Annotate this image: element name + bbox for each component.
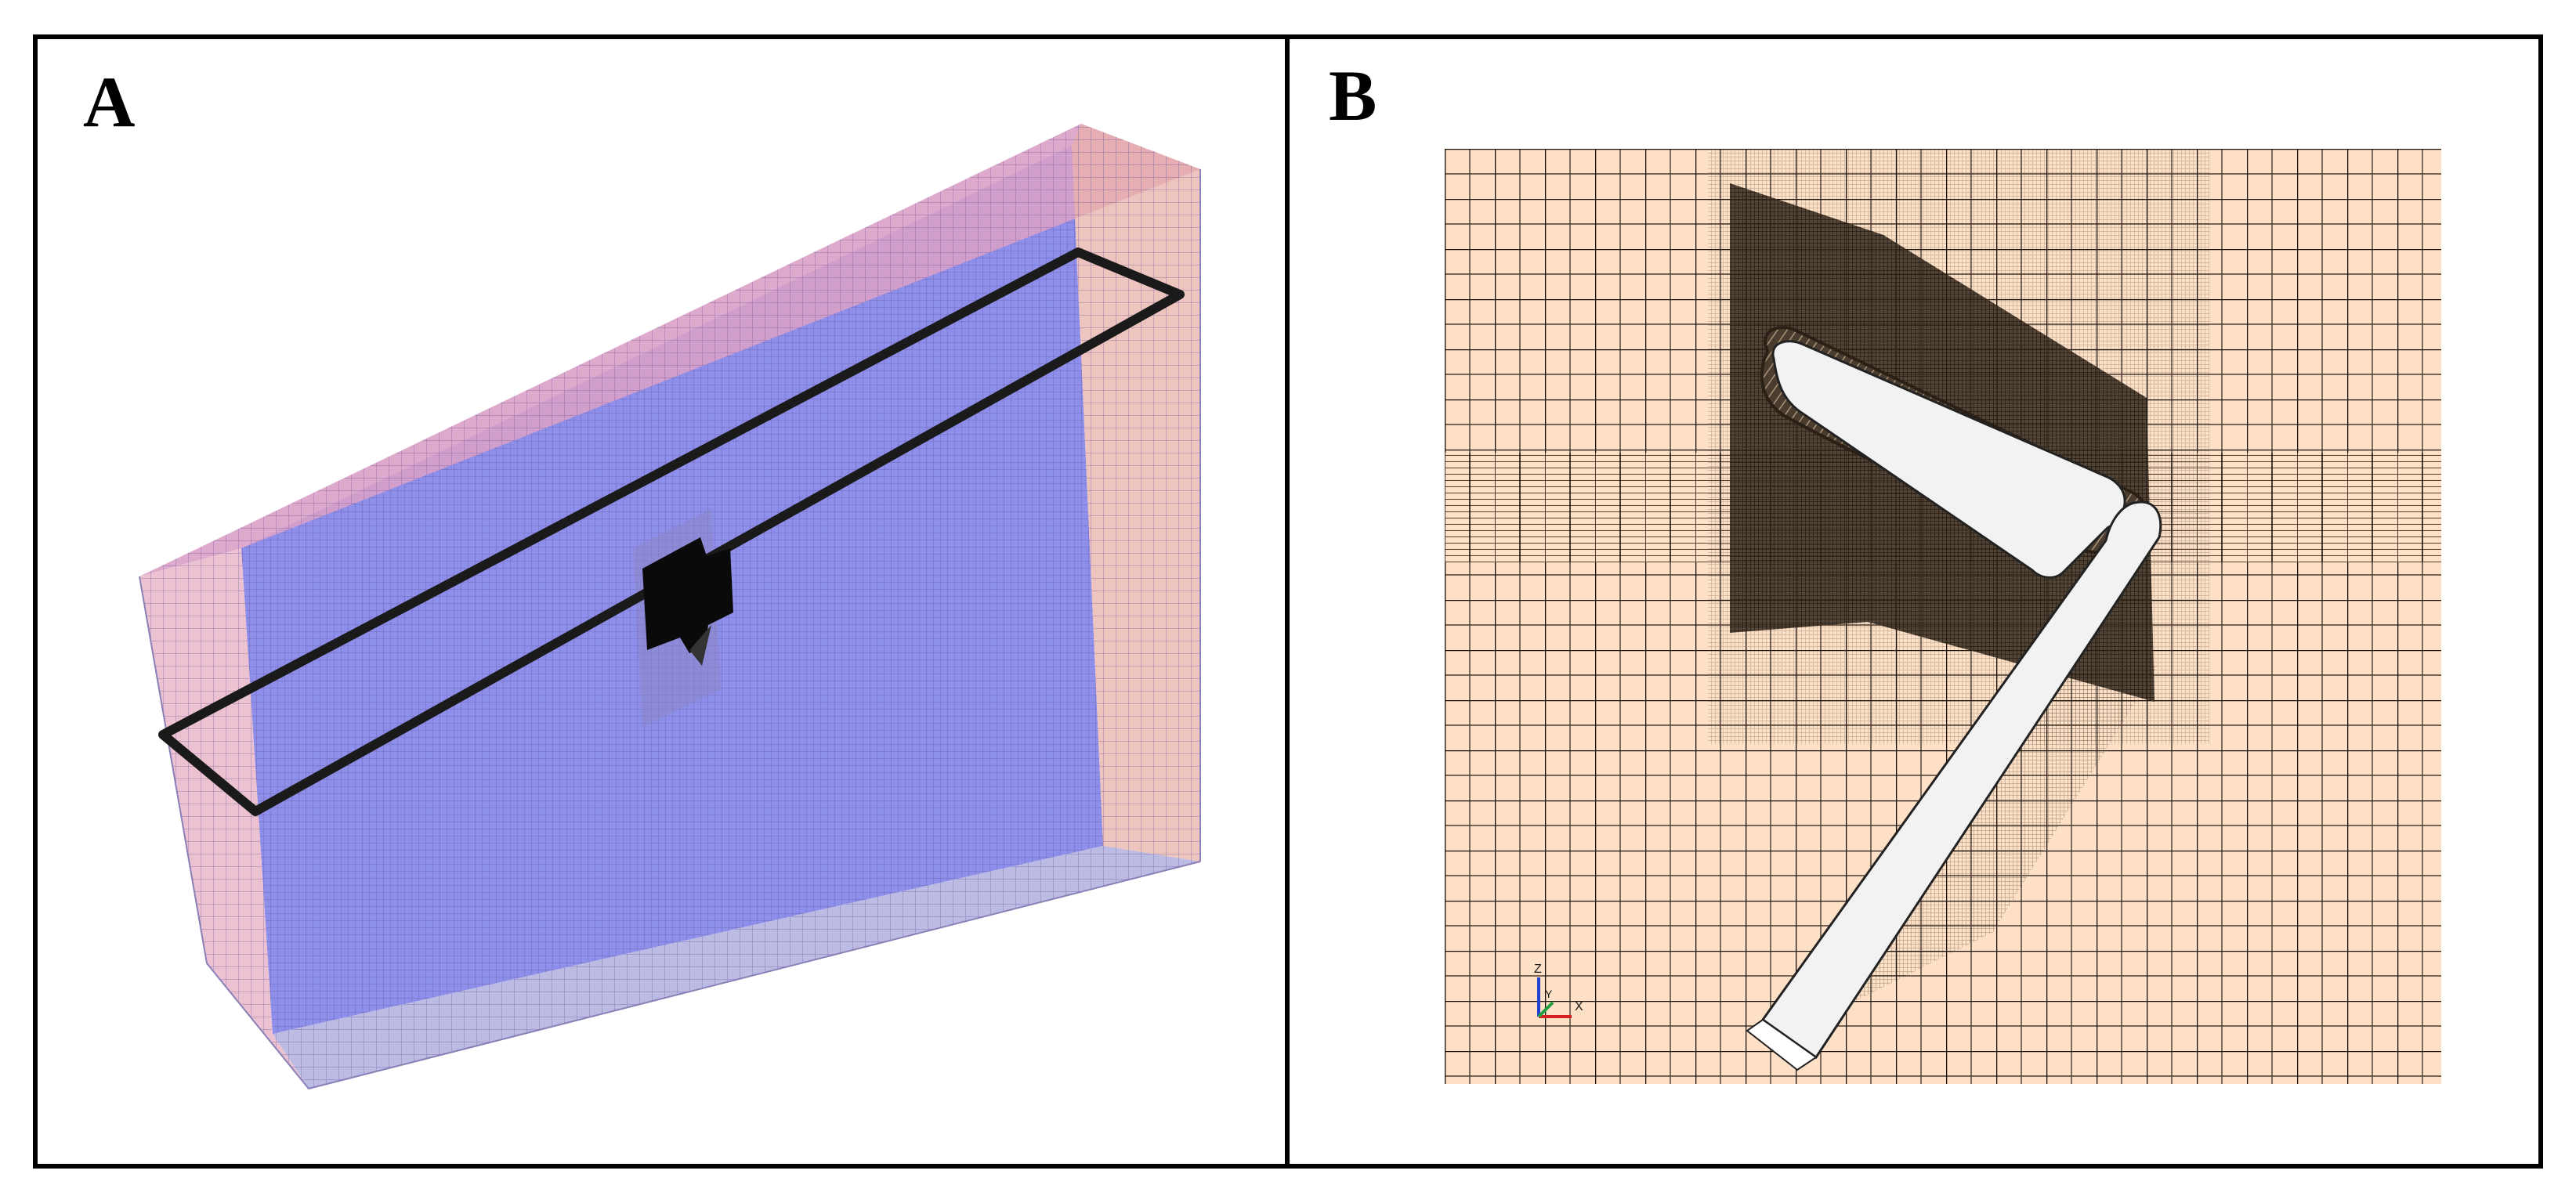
upper-flap (1771, 340, 2126, 579)
axis-x-label: X (1575, 1000, 1583, 1013)
panel-label-a: A (83, 62, 136, 142)
axis-z-label: Z (1534, 963, 1542, 976)
mesh-slice-diagram: Z Y X (1445, 149, 2441, 1084)
axis-triad: Z Y X (1534, 963, 1583, 1018)
panel-label-b: B (1329, 56, 1377, 135)
axis-y-label: Y (1545, 988, 1553, 1000)
panel-divider (1285, 34, 1290, 1169)
domain-box-diagram (139, 124, 1201, 1090)
central-object (642, 537, 733, 653)
refinement-band (158, 247, 1185, 816)
